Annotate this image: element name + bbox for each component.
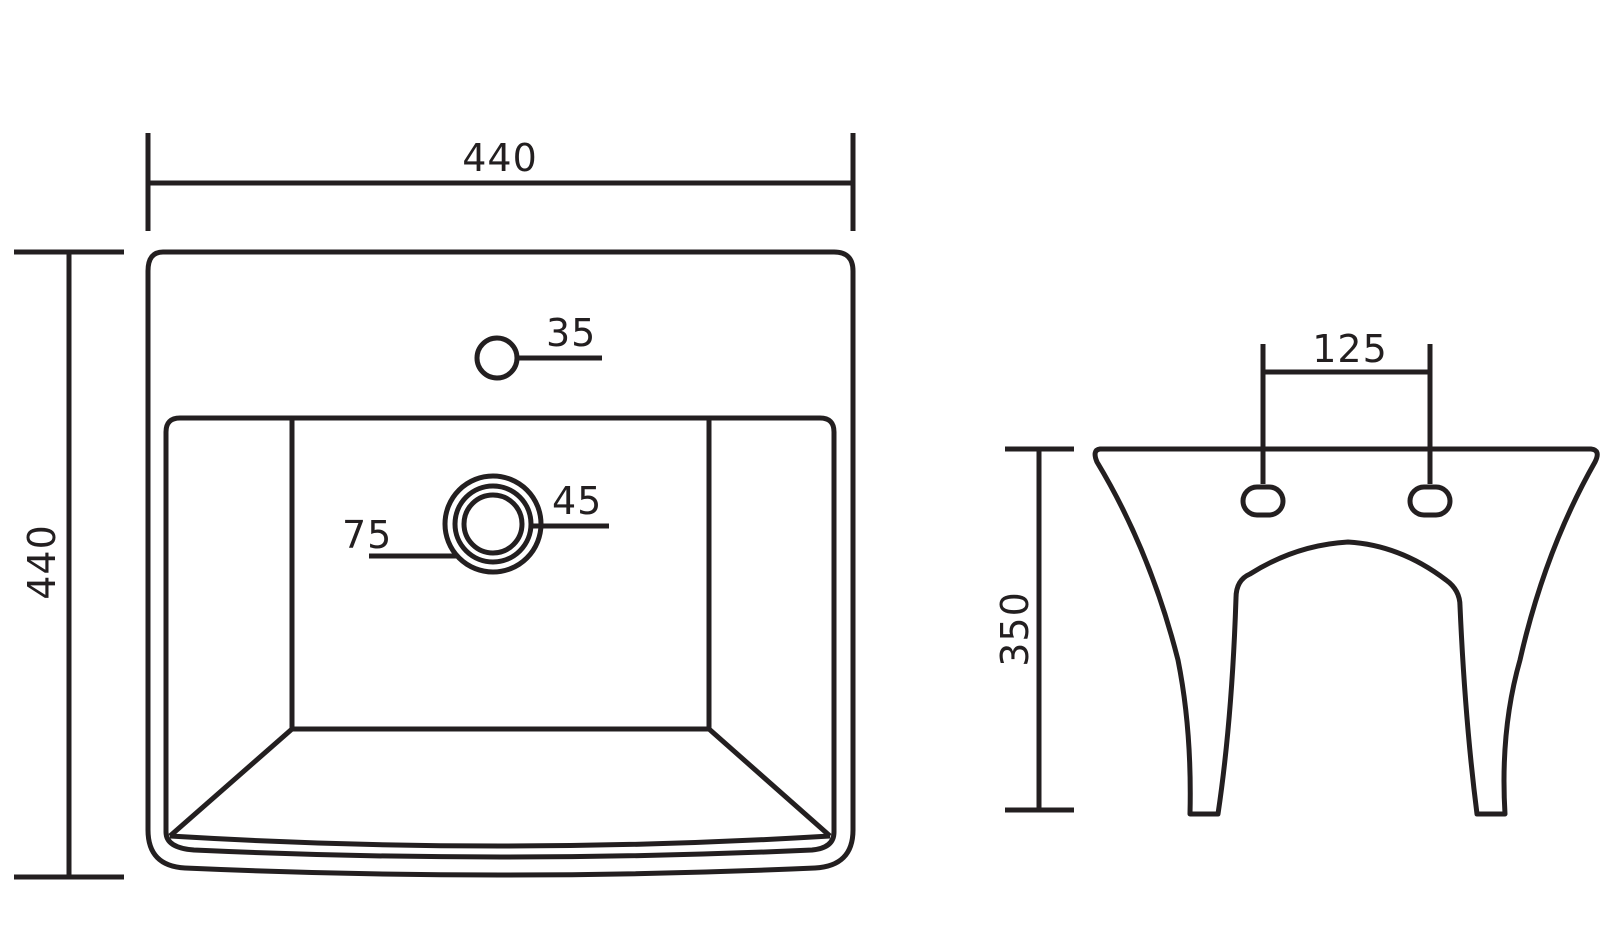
bowl-bottom <box>289 415 712 732</box>
height-dimension: 350 <box>993 446 1074 813</box>
basin-outer-outline <box>145 249 856 878</box>
overflow-label: 45 <box>552 479 602 523</box>
width-label: 440 <box>462 136 538 180</box>
bowl-edge-left <box>168 727 294 838</box>
front-view: 125 350 <box>993 327 1600 817</box>
waste-label: 75 <box>342 513 392 557</box>
top-view: 440 440 35 45 <box>14 133 856 880</box>
fixing-centres-dimension: 125 <box>1260 327 1433 484</box>
bowl-edge-right <box>707 727 832 838</box>
waste-outlet: 45 75 <box>342 473 609 575</box>
height-label: 350 <box>993 591 1037 667</box>
depth-label: 440 <box>20 524 64 600</box>
waste-inner-ring <box>461 492 525 556</box>
front-silhouette <box>1092 446 1600 817</box>
tap-hole-circle <box>474 335 520 381</box>
tap-hole: 35 <box>474 311 602 381</box>
fixing-slot-right <box>1407 484 1453 518</box>
width-dimension: 440 <box>145 133 856 231</box>
fixing-slot-left <box>1240 484 1286 518</box>
depth-dimension: 440 <box>14 249 124 880</box>
bowl-inner-outline <box>163 415 837 860</box>
bowl-front-lip <box>169 833 831 849</box>
waste-outer-ring <box>442 473 544 575</box>
fixing-centres-label: 125 <box>1312 327 1388 371</box>
tap-hole-label: 35 <box>546 311 596 355</box>
